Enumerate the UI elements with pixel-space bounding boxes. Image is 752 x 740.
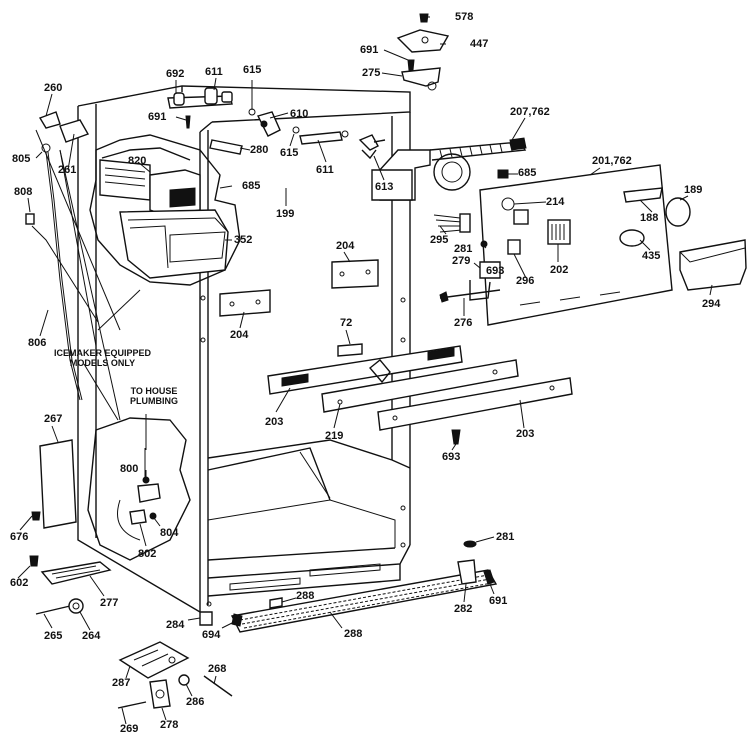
- part-label-800: 800: [120, 463, 139, 475]
- part-label-265: 265: [44, 630, 63, 642]
- control-assembly: [371, 137, 747, 326]
- part-label-277: 277: [100, 597, 119, 609]
- part-label-808: 808: [14, 186, 33, 198]
- part-label-602: 602: [10, 577, 29, 589]
- part-label-692: 692: [166, 68, 185, 80]
- part-label-281: 281: [454, 243, 473, 255]
- part-label-685: 685: [518, 167, 537, 179]
- part-label-199: 199: [276, 208, 295, 220]
- part-label-264: 264: [82, 630, 101, 642]
- part-label-352: 352: [234, 234, 253, 246]
- part-label-284: 284: [166, 619, 185, 631]
- part-label-219: 219: [325, 430, 344, 442]
- part-label-447: 447: [470, 38, 489, 50]
- part-label-685-b: 685: [242, 180, 261, 192]
- part-label-294: 294: [702, 298, 721, 310]
- part-label-267: 267: [44, 413, 63, 425]
- part-label-288: 288: [296, 590, 315, 602]
- icemaker-note-line1: ICEMAKER EQUIPPED: [54, 348, 152, 358]
- bottom-left-parts: [29, 439, 112, 615]
- part-label-693: 693: [486, 265, 505, 277]
- part-label-676: 676: [10, 531, 29, 543]
- leader-lines: [17, 16, 713, 725]
- part-label-611: 611: [205, 66, 223, 78]
- plumbing-note: TO HOUSE PLUMBING: [130, 386, 178, 406]
- part-label-188: 188: [640, 212, 659, 224]
- plumbing-note-line1: TO HOUSE: [130, 386, 178, 396]
- part-label-806: 806: [28, 337, 47, 349]
- part-label-72: 72: [340, 317, 353, 329]
- part-label-279: 279: [452, 255, 471, 267]
- part-label-804: 804: [160, 527, 179, 539]
- part-label-691-c: 691: [489, 595, 508, 607]
- part-label-820: 820: [128, 155, 147, 167]
- part-label-296: 296: [516, 275, 535, 287]
- plumbing-note-line2: PLUMBING: [130, 396, 178, 406]
- part-label-287: 287: [112, 677, 131, 689]
- part-label-275: 275: [362, 67, 381, 79]
- part-label-435: 435: [642, 250, 661, 262]
- part-label-268: 268: [208, 663, 227, 675]
- part-label-610: 610: [290, 108, 309, 120]
- part-label-207-762: 207,762: [510, 106, 550, 118]
- part-label-691-b: 691: [148, 111, 167, 123]
- part-label-203-b: 203: [516, 428, 535, 440]
- part-label-282: 282: [454, 603, 473, 615]
- part-label-201-762: 201,762: [592, 155, 632, 167]
- part-label-693-b: 693: [442, 451, 461, 463]
- part-label-214: 214: [546, 196, 565, 208]
- part-label-615-b: 615: [280, 147, 299, 159]
- part-label-615: 615: [243, 64, 262, 76]
- part-label-613: 613: [375, 181, 394, 193]
- part-label-802: 802: [138, 548, 157, 560]
- part-label-611-b: 611: [316, 164, 334, 176]
- part-label-691: 691: [360, 44, 379, 56]
- top-hardware: [167, 13, 450, 160]
- part-label-261: 261: [58, 164, 77, 176]
- part-label-280: 280: [250, 144, 269, 156]
- part-label-286: 286: [186, 696, 205, 708]
- part-label-805: 805: [12, 153, 31, 165]
- part-label-189: 189: [684, 184, 703, 196]
- part-label-694: 694: [202, 629, 221, 641]
- part-label-288-b: 288: [344, 628, 363, 640]
- part-label-295: 295: [430, 234, 449, 246]
- part-label-578: 578: [455, 11, 474, 23]
- part-label-204-b: 204: [230, 329, 249, 341]
- part-label-281-b: 281: [496, 531, 515, 543]
- icemaker-note: ICEMAKER EQUIPPED MODELS ONLY: [54, 348, 151, 368]
- part-label-204: 204: [336, 240, 355, 252]
- icemaker-note-line2: MODELS ONLY: [69, 358, 136, 368]
- part-label-203: 203: [265, 416, 284, 428]
- part-label-278: 278: [160, 719, 179, 731]
- mullion-parts: [219, 259, 573, 445]
- bottom-parts: [117, 540, 498, 709]
- part-label-276: 276: [454, 317, 473, 329]
- icemaker-cutout: [89, 134, 241, 286]
- part-label-202: 202: [550, 264, 569, 276]
- part-label-269: 269: [120, 723, 139, 735]
- water-line: [25, 111, 191, 561]
- part-label-260: 260: [44, 82, 63, 94]
